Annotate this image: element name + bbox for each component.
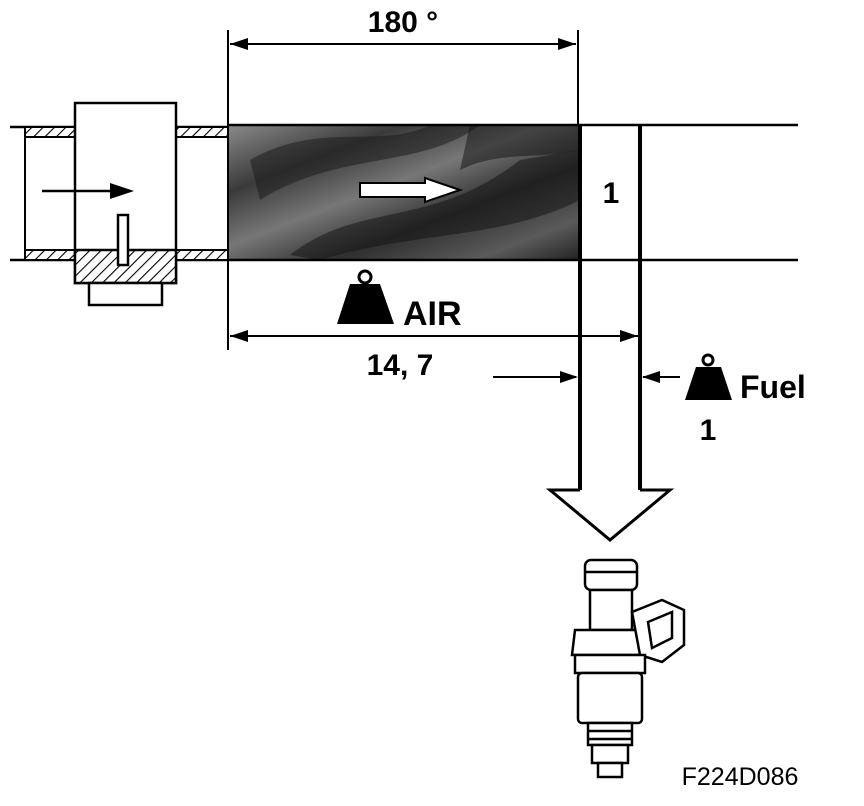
fuel-label: Fuel	[740, 369, 806, 405]
figure-code: F224D086	[682, 763, 799, 791]
air-flow-arrow	[359, 176, 464, 204]
air-flow-meter	[73, 101, 178, 307]
fuel-width-arrows	[493, 371, 680, 383]
section-number-label: 1	[603, 177, 620, 210]
weight-icon	[337, 269, 394, 324]
weight-icon	[685, 353, 732, 400]
angle-label: 180 °	[368, 6, 438, 39]
fuel-section	[545, 123, 798, 542]
ratio-label: 14, 7	[367, 349, 434, 382]
angle-dimension	[227, 30, 579, 350]
air-label: AIR	[403, 295, 462, 333]
intake-flow-arrow	[42, 183, 134, 199]
ratio-dimension	[230, 330, 638, 342]
fuel-ratio-label: 1	[700, 414, 717, 447]
fuel-injector-icon	[570, 558, 686, 779]
